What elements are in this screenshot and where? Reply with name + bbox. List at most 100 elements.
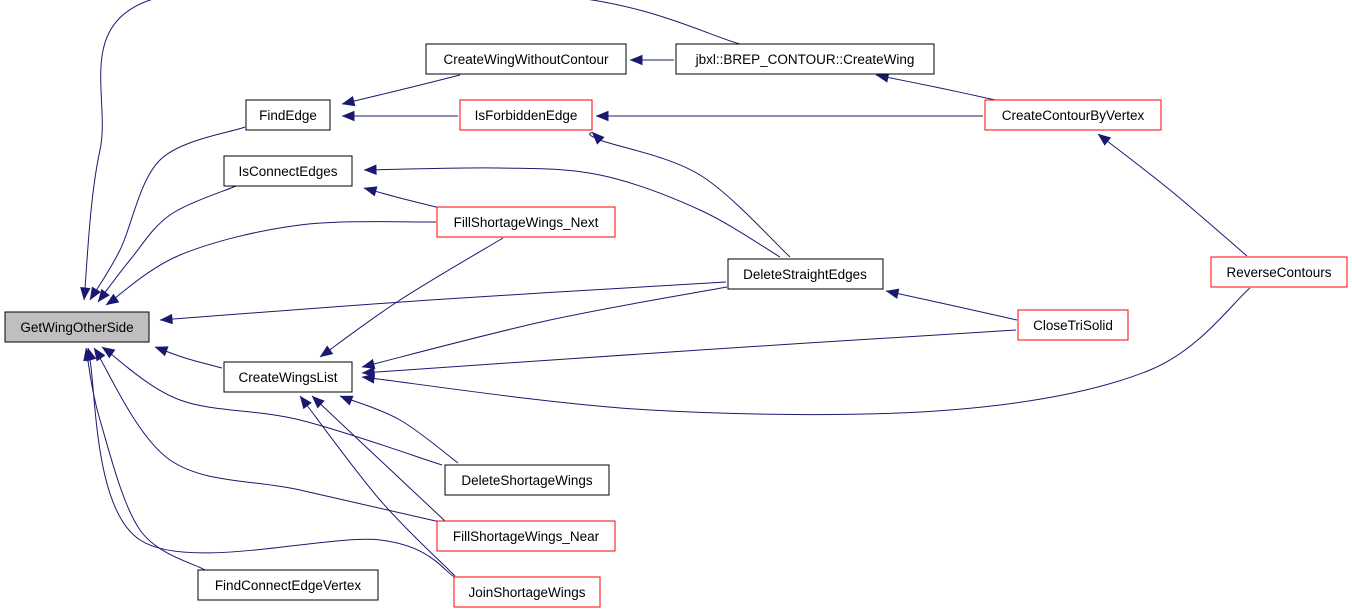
node-label: CreateWingsList: [238, 370, 337, 385]
edge-line: [87, 347, 457, 579]
arrowhead-icon: [299, 395, 312, 410]
node-reversecontours[interactable]: ReverseContours: [1210, 256, 1348, 288]
node-label: DeleteShortageWings: [461, 473, 593, 488]
arrowhead-icon: [629, 54, 643, 66]
node-label: CreateContourByVertex: [1002, 108, 1145, 123]
node-label: DeleteStraightEdges: [743, 267, 867, 282]
edge-line: [85, 347, 206, 571]
edge-delstraight-to-getwing: [159, 281, 727, 325]
node-findconnectedgevertex[interactable]: FindConnectEdgeVertex: [197, 569, 379, 601]
edge-joinshort-to-getwing: [86, 347, 457, 579]
node-getwingotherside[interactable]: GetWingOtherSide: [4, 311, 150, 343]
node-createcontourbyvertex[interactable]: CreateContourByVertex: [984, 99, 1162, 131]
edge-createlist-to-getwing: [154, 346, 223, 369]
edge-closetri-to-createlist: [361, 329, 1017, 378]
edge-line: [97, 185, 237, 303]
node-label: JoinShortageWings: [468, 585, 585, 600]
edge-line: [875, 74, 1001, 102]
edge-fsnext-to-createlist: [319, 237, 504, 358]
node-isforbiddenedge[interactable]: IsForbiddenEdge: [459, 99, 593, 131]
node-label: FindEdge: [259, 108, 317, 123]
arrowhead-icon: [311, 395, 325, 409]
arrowhead-icon: [361, 373, 375, 384]
edge-line: [311, 395, 446, 522]
edge-delshort-to-getwing: [101, 346, 443, 466]
arrowhead-icon: [363, 164, 377, 176]
nodes-layer: GetWingOtherSide FindEdge IsConnectEdges…: [4, 43, 1348, 608]
arrowhead-icon: [159, 313, 173, 325]
edges-layer: [80, 0, 1251, 579]
edge-line: [89, 126, 246, 301]
node-label: CloseTriSolid: [1033, 318, 1113, 333]
node-closetrisolid[interactable]: CloseTriSolid: [1017, 309, 1129, 341]
edge-line: [105, 221, 437, 306]
node-label: GetWingOtherSide: [20, 320, 133, 335]
node-label: CreateWingWithoutContour: [443, 52, 609, 67]
edge-closetri-to-delstraight: [885, 288, 1018, 321]
edge-jbxl-to-getwing: [80, 0, 741, 301]
node-jbxl-brep-contour-createwing[interactable]: jbxl::BREP_CONTOUR::CreateWing: [675, 43, 935, 75]
edge-delstraight-to-isconnect: [363, 164, 781, 258]
edge-fsnext-to-isconnect: [363, 186, 441, 209]
node-label: FindConnectEdgeVertex: [215, 578, 362, 593]
node-label: FillShortageWings_Near: [453, 529, 600, 544]
arrowhead-icon: [885, 288, 900, 299]
edge-reverse-to-createcontour: [1097, 133, 1248, 257]
edge-line: [339, 395, 459, 464]
edge-fsnext-to-getwing: [105, 221, 437, 306]
node-fillshortagewings-next[interactable]: FillShortageWings_Next: [436, 206, 616, 238]
arrowhead-icon: [101, 346, 116, 359]
arrowhead-icon: [93, 347, 106, 362]
edge-line: [361, 329, 1017, 374]
edge-line: [363, 167, 781, 258]
edge-reverse-to-createlist: [361, 287, 1251, 416]
edge-delstraight-to-createlist: [361, 286, 728, 370]
edge-isconnect-to-getwing: [97, 185, 237, 303]
edge-line: [1097, 133, 1248, 257]
node-fillshortagewings-near[interactable]: FillShortageWings_Near: [436, 520, 616, 552]
edge-line: [299, 395, 456, 577]
edge-line: [589, 131, 791, 258]
arrowhead-icon: [1097, 133, 1112, 146]
edge-delstraight-to-isforbidden: [589, 131, 791, 258]
arrowhead-icon: [595, 110, 609, 122]
arrowhead-icon: [105, 293, 120, 306]
edge-fsnear-to-getwing: [93, 347, 441, 523]
edge-cwwc-to-findedge: [341, 74, 461, 107]
edge-line: [159, 281, 727, 321]
edge-isforbidden-to-findedge: [341, 110, 458, 122]
node-deleteshortagewings[interactable]: DeleteShortageWings: [444, 464, 610, 496]
node-deletestraightedges[interactable]: DeleteStraightEdges: [727, 258, 884, 290]
node-label: jbxl::BREP_CONTOUR::CreateWing: [695, 52, 915, 67]
node-findedge[interactable]: FindEdge: [245, 99, 331, 131]
node-createwingslist[interactable]: CreateWingsList: [223, 361, 353, 393]
edge-line: [341, 74, 461, 105]
arrowhead-icon: [339, 395, 354, 406]
edge-line: [83, 0, 741, 301]
edge-createcontour-to-isforbidden: [595, 110, 983, 122]
edge-line: [93, 347, 441, 523]
edge-joinshort-to-createlist: [299, 395, 456, 577]
arrowhead-icon: [341, 110, 355, 122]
edge-line: [101, 346, 443, 466]
edge-line: [361, 287, 1251, 416]
arrowhead-icon: [89, 286, 101, 301]
node-label: FillShortageWings_Next: [454, 215, 599, 230]
arrowhead-icon: [80, 287, 91, 301]
edge-jbxl-to-cwwc: [629, 54, 674, 66]
node-isconnectedges[interactable]: IsConnectEdges: [223, 155, 353, 187]
node-label: IsForbiddenEdge: [475, 108, 578, 123]
edge-line: [319, 237, 504, 358]
arrowhead-icon: [363, 186, 378, 197]
edge-fsnear-to-createlist: [311, 395, 446, 522]
arrowhead-icon: [361, 358, 376, 370]
node-createwingwithoutcontour[interactable]: CreateWingWithoutContour: [425, 43, 627, 75]
node-label: ReverseContours: [1226, 265, 1331, 280]
edge-line: [361, 286, 728, 368]
arrowhead-icon: [86, 347, 97, 362]
edge-delshort-to-createlist: [339, 395, 459, 464]
edge-createcontour-to-jbxl: [875, 72, 1001, 102]
arrowhead-icon: [154, 346, 169, 357]
node-joinshortagewings[interactable]: JoinShortageWings: [453, 576, 601, 608]
